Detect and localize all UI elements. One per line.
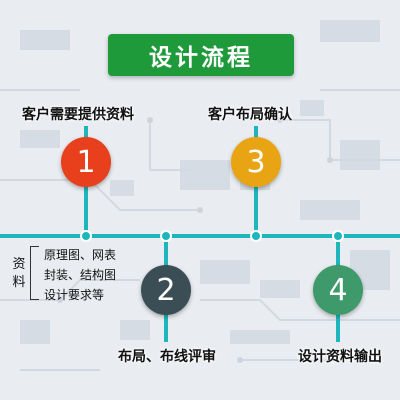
step-3-number: 3 [246, 144, 266, 180]
page-title: 设计流程 [149, 45, 253, 71]
step-3-circle: 3 [231, 137, 281, 187]
step-1-label: 客户需要提供资料 [22, 107, 134, 123]
step-2-label: 布局、布线评审 [118, 349, 216, 365]
step-1-circle: 1 [61, 137, 111, 187]
step-2-circle: 2 [141, 265, 191, 315]
step-2-number: 2 [156, 272, 176, 308]
step-3-label: 客户布局确认 [208, 107, 292, 123]
timeline-node-4 [332, 230, 344, 242]
title-box: 设计流程 [108, 34, 294, 76]
timeline-node-1 [80, 230, 92, 242]
step-4-label: 设计资料输出 [298, 349, 382, 365]
step-4-number: 4 [328, 272, 348, 308]
materials-item-3: 设计要求等 [44, 288, 105, 302]
step-1-number: 1 [76, 144, 96, 180]
timeline-node-2 [160, 230, 172, 242]
timeline-line [0, 234, 400, 238]
timeline-node-3 [250, 230, 262, 242]
materials-item-1: 原理图、网表 [44, 248, 117, 262]
materials-title: 资料 [12, 257, 26, 290]
materials-brace [30, 246, 39, 300]
step-4-circle: 4 [313, 265, 363, 315]
materials-item-2: 封装、结构图 [44, 268, 117, 282]
